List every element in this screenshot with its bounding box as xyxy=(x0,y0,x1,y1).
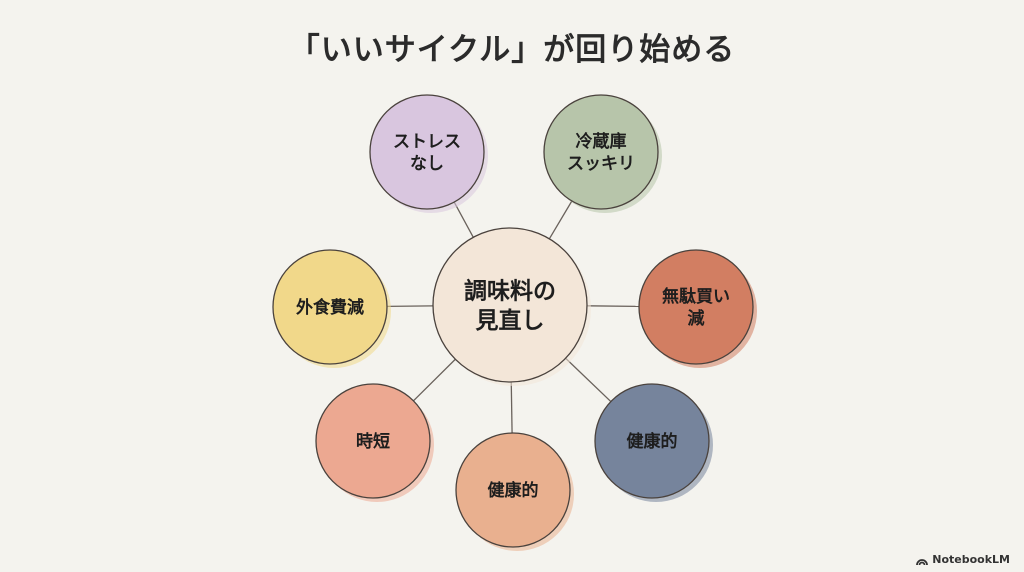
node-label: 冷蔵庫 xyxy=(576,131,627,152)
node-label: 外食費減 xyxy=(296,297,364,318)
connector-line xyxy=(453,201,474,238)
cycle-node: 時短 xyxy=(315,383,434,502)
notebooklm-logo-icon xyxy=(916,558,929,565)
connector-line xyxy=(386,305,434,308)
cycle-node: 健康的 xyxy=(594,383,713,502)
slide-title: 「いいサイクル」が回り始める xyxy=(288,32,736,68)
node-label: スッキリ xyxy=(567,154,635,174)
node-label: 無駄買い xyxy=(662,286,730,307)
node-label: ストレス xyxy=(393,132,461,152)
connector-line xyxy=(510,381,513,434)
node-label: なし xyxy=(410,154,444,174)
node-label: 減 xyxy=(688,308,705,329)
cycle-node: 外食費減 xyxy=(272,249,391,368)
connector-line xyxy=(586,305,640,308)
connector-line xyxy=(565,357,612,403)
node-label: 健康的 xyxy=(488,480,539,501)
connector-line xyxy=(412,358,456,402)
connector-line xyxy=(548,200,573,240)
node-label: 健康的 xyxy=(627,431,678,452)
brand-label: NotebookLM xyxy=(932,553,1010,566)
node-label: 時短 xyxy=(356,431,390,452)
node-label: 見直し xyxy=(476,307,545,334)
node-label: 調味料の xyxy=(464,277,556,304)
cycle-node: 健康的 xyxy=(455,432,574,551)
notebooklm-brand: NotebookLM xyxy=(916,553,1010,566)
